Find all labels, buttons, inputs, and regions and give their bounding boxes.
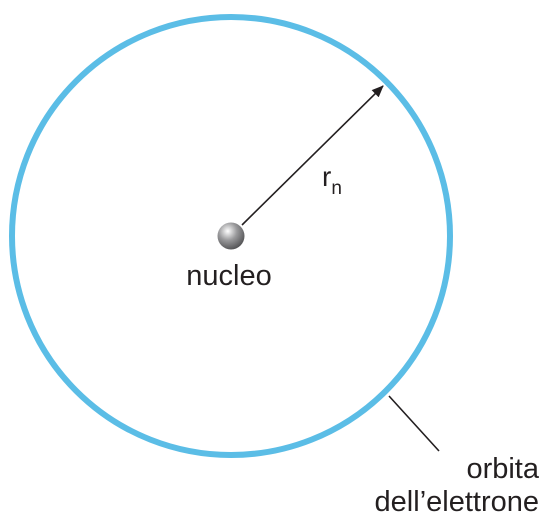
- electron-orbit: [9, 14, 453, 458]
- nucleus: [217, 222, 245, 250]
- radius-subscript: n: [331, 178, 342, 199]
- radius-symbol: r: [322, 161, 331, 192]
- orbit-label-line1: orbita: [466, 453, 539, 485]
- orbit-label-line2: dell’elettrone: [375, 486, 539, 518]
- radius-arrow: [241, 85, 384, 226]
- orbit-leader-line: [388, 395, 440, 452]
- nucleus-label: nucleo: [186, 260, 271, 292]
- radius-label: rn: [322, 161, 342, 199]
